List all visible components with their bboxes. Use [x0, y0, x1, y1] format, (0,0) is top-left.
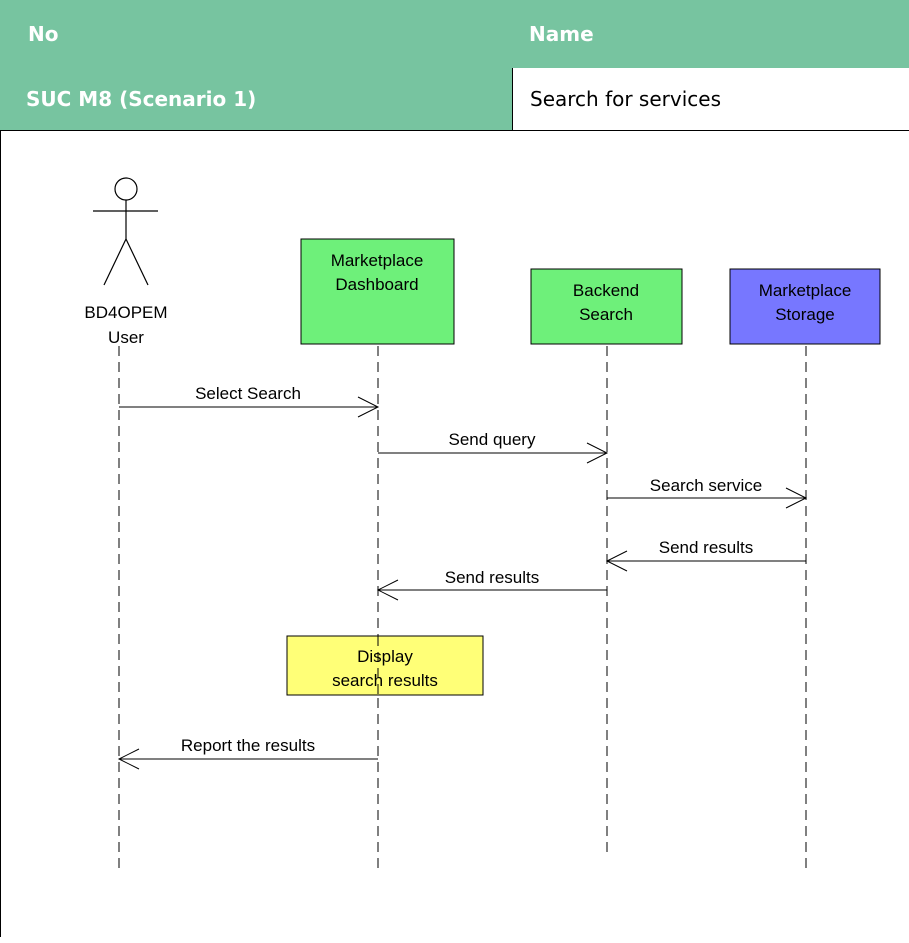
message-label-4: Send results	[659, 538, 754, 557]
table-row: SUC M8 (Scenario 1) Search for services	[0, 68, 909, 130]
storage-label-line1: Marketplace	[759, 281, 852, 300]
use-case-name-cell: Search for services	[512, 68, 909, 130]
message-arrowhead-4	[605, 550, 628, 572]
note-label-line2: search results	[332, 671, 438, 690]
message-arrowhead-6	[117, 748, 140, 770]
note-box	[286, 635, 484, 696]
diagram-cell: BD4OPEM User Marketplace Dashboard Backe…	[0, 130, 909, 938]
header-name: Name	[529, 22, 594, 46]
note-label-line1: Display	[357, 647, 413, 666]
message-label-3: Search service	[650, 476, 762, 495]
actor-label-line2: User	[108, 328, 144, 347]
message-arrowhead-3	[785, 487, 808, 509]
dashboard-label-line1: Marketplace	[331, 251, 424, 270]
message-arrowhead-5	[376, 579, 399, 601]
storage-box	[729, 268, 881, 345]
message-arrowhead-1	[357, 396, 380, 418]
use-case-id: SUC M8 (Scenario 1)	[26, 87, 257, 111]
sequence-diagram: BD4OPEM User Marketplace Dashboard Backe…	[84, 177, 881, 869]
actor-head	[114, 177, 138, 201]
backend-box	[530, 268, 683, 345]
backend-label-line1: Backend	[573, 281, 639, 300]
dashboard-box	[300, 238, 455, 345]
use-case-id-cell: SUC M8 (Scenario 1)	[0, 68, 512, 130]
table-header-row: No Name	[0, 0, 909, 68]
storage-label-line2: Storage	[775, 305, 835, 324]
actor-figure	[93, 177, 158, 286]
dashboard-label-line2: Dashboard	[335, 275, 418, 294]
message-label-2: Send query	[449, 430, 536, 449]
message-label-5: Send results	[445, 568, 540, 587]
actor-leg-left	[103, 238, 127, 286]
table-left-border	[0, 130, 1, 937]
actor-leg-right	[125, 238, 149, 286]
backend-label-line2: Search	[579, 305, 633, 324]
message-label-1: Select Search	[195, 384, 301, 403]
use-case-name: Search for services	[530, 87, 721, 111]
actor-label-line1: BD4OPEM	[84, 303, 167, 322]
message-label-6: Report the results	[181, 736, 315, 755]
header-no: No	[28, 22, 59, 46]
message-arrowhead-2	[586, 442, 609, 464]
